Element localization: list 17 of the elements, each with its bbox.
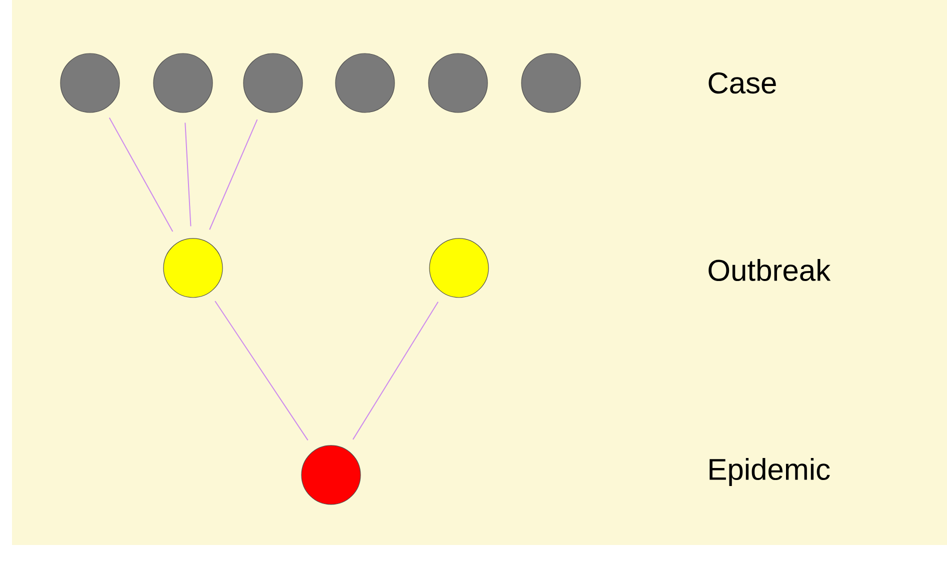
connector-line [108,117,174,232]
level-label: Epidemic [710,458,830,486]
connector-line [214,300,308,441]
circle-node [163,238,223,298]
circle-node [153,53,213,113]
connector-line [352,301,439,440]
circle-node [335,53,395,113]
circle-node [428,53,488,113]
level-label: Outbreak [708,258,831,281]
circle-node [243,53,303,113]
circle-node [60,53,120,113]
connector-line [209,119,258,230]
circle-node [429,238,489,298]
level-label: Case [708,72,776,94]
circle-node [521,53,581,113]
connector-line [184,122,192,227]
circle-node [301,445,361,505]
